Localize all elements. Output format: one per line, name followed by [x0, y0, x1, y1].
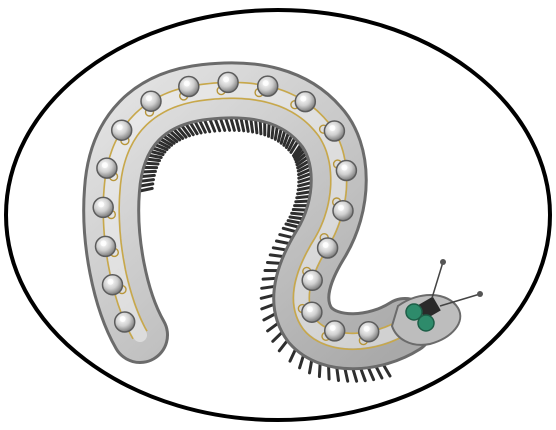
segment-node-highlight [307, 306, 313, 312]
segment-node [218, 72, 238, 92]
segment-node [179, 77, 199, 97]
segment-node-highlight [102, 162, 108, 168]
segment-node [295, 92, 315, 112]
segment-node [103, 275, 123, 295]
segment-node [93, 197, 113, 217]
segment-node-highlight [263, 80, 269, 86]
segment-node-highlight [223, 76, 229, 82]
segment-node-highlight [338, 205, 344, 211]
segment-node [359, 322, 379, 342]
segment-node-highlight [184, 81, 190, 87]
head-actuator [418, 315, 434, 331]
head-module [392, 259, 483, 345]
segment-node-highlight [146, 95, 152, 101]
segment-node-highlight [117, 124, 123, 130]
segment-node [333, 201, 353, 221]
segment-node [96, 236, 116, 256]
segment-node [302, 270, 322, 290]
segment-node-highlight [101, 240, 107, 246]
segment-node [336, 161, 356, 181]
segment-node-highlight [108, 279, 114, 285]
segment-node-highlight [98, 201, 104, 207]
segment-node [115, 312, 135, 332]
segment-node-highlight [120, 316, 126, 322]
segment-node [324, 121, 344, 141]
segment-node [97, 158, 117, 178]
antenna-tip [477, 291, 483, 297]
segment-node [258, 76, 278, 96]
segment-node [302, 302, 322, 322]
segment-node-highlight [323, 242, 329, 248]
segment-node [318, 238, 338, 258]
segment-node-highlight [329, 125, 335, 131]
segment-node [112, 120, 132, 140]
segment-node [325, 321, 345, 341]
segment-node-highlight [307, 274, 313, 280]
segment-node-highlight [330, 325, 336, 331]
segment-node-highlight [341, 165, 347, 171]
segment-node-highlight [300, 96, 306, 102]
antenna-tip [440, 259, 446, 265]
segment-node-highlight [364, 326, 370, 332]
segment-node [141, 91, 161, 111]
antenna [432, 262, 443, 298]
